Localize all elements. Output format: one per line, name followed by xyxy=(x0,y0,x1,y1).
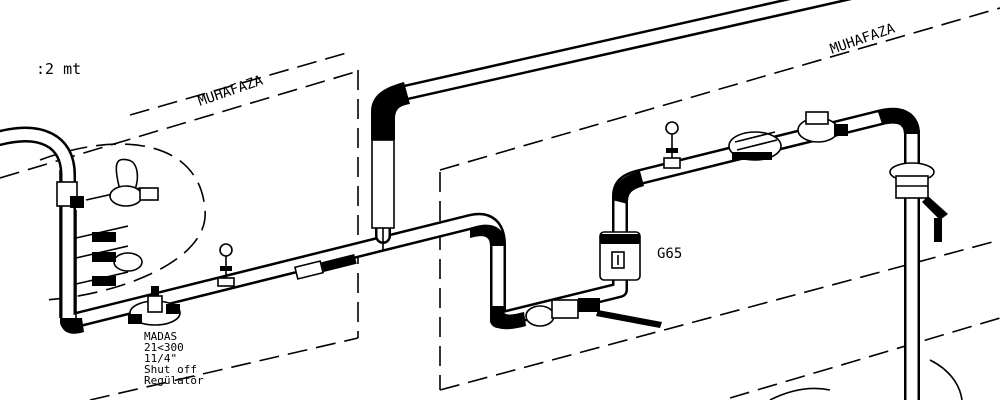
left-valve-handle xyxy=(70,196,84,208)
low-shutoff-valve xyxy=(525,298,662,328)
drip-leg xyxy=(371,139,395,229)
regulator-label: MADAS 21<300 11/4" Shut off Regülatör xyxy=(144,330,204,387)
left-branch-valve-1 xyxy=(92,232,116,242)
left-burner-hook-1 xyxy=(115,158,139,193)
pressure-gauge-left xyxy=(217,243,235,287)
pressure-gauge-right xyxy=(663,121,681,169)
enclosure-label-left: MUHAFAZA xyxy=(196,73,266,110)
left-burner-valve-1 xyxy=(109,185,143,207)
low-valve-lever xyxy=(596,310,662,328)
left-branch-valve-3 xyxy=(92,276,116,286)
regulator-zone-outline xyxy=(39,143,206,301)
enclosure-label-right: MUHAFAZA xyxy=(828,21,898,58)
right-valve-lever xyxy=(922,196,948,220)
upper-meter-assembly xyxy=(728,111,848,161)
ground-arc-2 xyxy=(769,387,831,400)
regulator-brand: MADAS xyxy=(144,330,177,343)
left-branch-valve-2 xyxy=(92,252,116,262)
enclosure-outline-right xyxy=(129,7,1000,399)
inline-fitting-left xyxy=(293,254,357,280)
madas-regulator xyxy=(128,286,181,326)
pipe-elbow-low xyxy=(490,306,526,330)
left-burner-fitting-1 xyxy=(139,187,159,201)
gas-meter-g65 xyxy=(599,231,641,281)
pipe-elbow-left xyxy=(60,318,84,334)
regulator-size: 11/4" xyxy=(144,352,177,365)
regulator-pressure: 21<300 xyxy=(144,341,184,354)
regulator-type: Shut off xyxy=(144,363,197,376)
pipe-elbow-right xyxy=(878,109,920,134)
left-branch-lines xyxy=(56,158,159,318)
pipe-elbow-meter xyxy=(612,171,644,204)
main-pipe-run xyxy=(0,0,920,400)
meter-label: G65 xyxy=(657,246,682,262)
right-riser-valve xyxy=(889,162,948,242)
left-burner-valve-2 xyxy=(113,252,143,272)
distance-label: :2 mt xyxy=(36,60,81,78)
ground-arc xyxy=(929,359,963,400)
pipe-elbow-mid xyxy=(470,224,506,246)
pipe-elbow-top xyxy=(371,82,410,140)
